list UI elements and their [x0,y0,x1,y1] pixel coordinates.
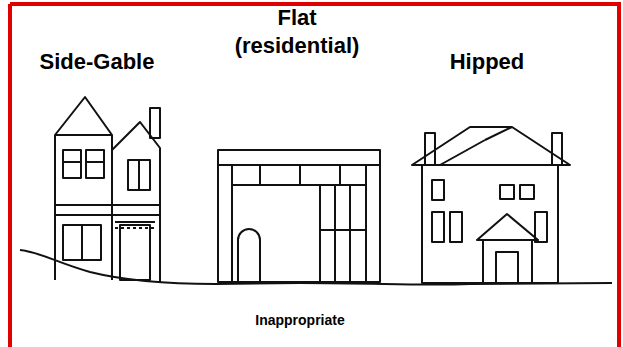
ground-line [20,250,612,285]
hipped-house [412,127,570,283]
flat-house [218,150,380,282]
side-gable-house [55,97,160,282]
frame-border [10,4,621,347]
style-label: Hipped [407,48,567,76]
verdict-note: Inappropriate [200,312,400,330]
style-label: Side-Gable [17,48,177,76]
style-label: Flat (residential) [222,4,372,59]
